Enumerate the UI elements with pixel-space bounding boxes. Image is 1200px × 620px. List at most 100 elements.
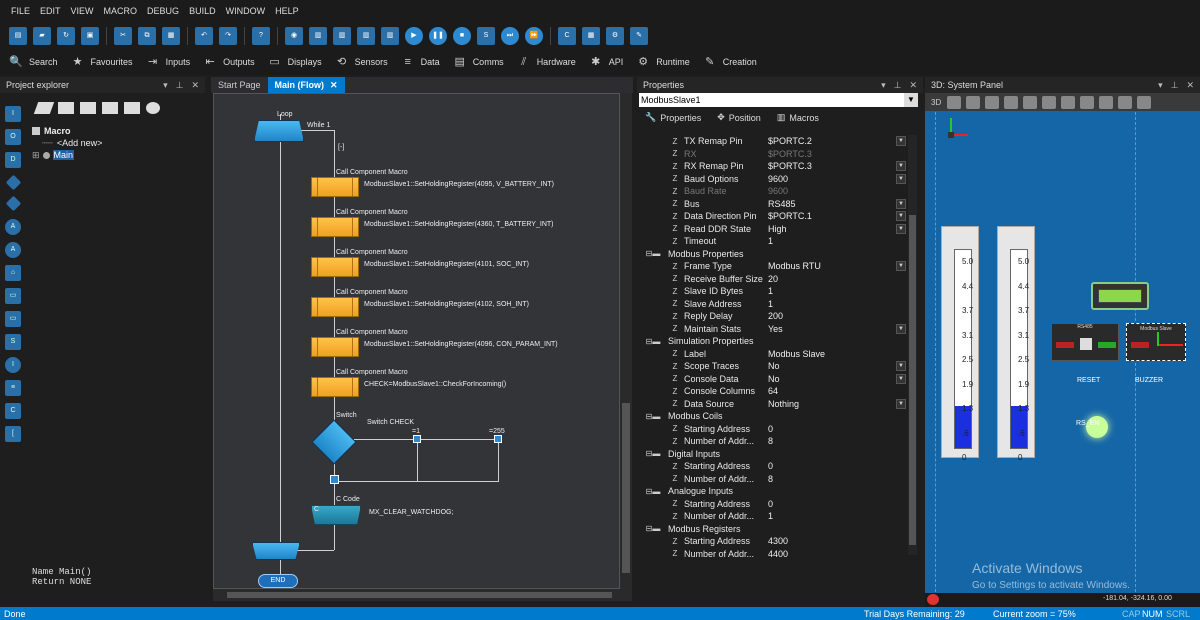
property-value[interactable]: 8	[768, 436, 774, 447]
tab-macros[interactable]: ▥Macros	[777, 112, 819, 123]
tab-start-page[interactable]: Start Page	[211, 77, 268, 93]
property-value[interactable]: 20	[768, 273, 779, 284]
case1-node[interactable]	[413, 435, 421, 443]
end-block[interactable]: END	[258, 574, 298, 588]
chip-icon[interactable]: ▥	[309, 26, 327, 45]
property-value[interactable]: 9600	[768, 173, 789, 184]
property-value[interactable]: Nothing	[768, 398, 800, 409]
loop-end-block[interactable]	[252, 542, 300, 560]
ports-icon[interactable]	[80, 102, 96, 114]
chevron-down-icon[interactable]: ▼	[896, 398, 906, 409]
property-value[interactable]: 0	[768, 461, 774, 472]
tools-icon[interactable]: ✎	[630, 26, 648, 45]
property-section[interactable]: ⊟▬Analogue Inputs	[640, 485, 908, 498]
tab-position[interactable]: ✥Position	[717, 112, 761, 123]
connection-point-icon[interactable]: A	[5, 219, 21, 235]
pin-icon[interactable]: ⊥	[893, 79, 902, 90]
toolbar-displays-button[interactable]: ▭Displays	[267, 55, 321, 69]
status-led[interactable]	[1086, 416, 1108, 438]
component-selector[interactable]: ModbusSlave1	[639, 93, 904, 107]
pin-icon[interactable]: ⊥	[175, 79, 184, 90]
decision-icon[interactable]	[5, 174, 22, 191]
dropdown-icon[interactable]: ▾	[1158, 79, 1163, 90]
console-icon[interactable]: ▦	[582, 26, 600, 45]
loop-start-block[interactable]	[254, 120, 304, 142]
lcd-display[interactable]	[1091, 282, 1149, 310]
close-icon[interactable]: ✕	[909, 79, 917, 90]
case2-node[interactable]	[494, 435, 502, 443]
chevron-down-icon[interactable]: ▼	[896, 136, 906, 146]
property-value[interactable]: Modbus Slave	[768, 348, 826, 359]
pause-icon[interactable]: ❚❚	[429, 26, 447, 45]
delay-icon[interactable]: D	[5, 152, 21, 168]
toolbar-comms-button[interactable]: ▤Comms	[452, 55, 503, 69]
loop-icon[interactable]: ⌂	[5, 265, 21, 281]
tab-close-icon[interactable]: ✕	[330, 79, 338, 90]
events-icon[interactable]	[146, 102, 160, 114]
paste-icon[interactable]: ▦	[162, 26, 180, 45]
property-value[interactable]: High	[768, 223, 787, 234]
dropdown-icon[interactable]: ▾	[881, 79, 886, 90]
property-value[interactable]: 1	[768, 298, 774, 309]
property-section[interactable]: ⊟▬Modbus Coils	[640, 410, 908, 423]
chevron-down-icon[interactable]: ▼	[896, 198, 906, 209]
toolbar-sensors-button[interactable]: ⟲Sensors	[334, 55, 388, 69]
pointer-icon[interactable]	[947, 95, 962, 109]
chevron-down-icon[interactable]: ▼	[896, 173, 906, 184]
sphere-icon[interactable]	[1042, 95, 1057, 109]
chevron-down-icon[interactable]: ▼	[896, 361, 906, 371]
constants-icon[interactable]	[124, 102, 140, 114]
cut-icon[interactable]: ✂	[114, 26, 132, 45]
grid-icon[interactable]	[1137, 95, 1152, 109]
macro-list-icon[interactable]	[58, 102, 74, 114]
collapse-toggle[interactable]: [-]	[338, 144, 345, 151]
scroll-thumb[interactable]	[227, 592, 612, 598]
chevron-down-icon[interactable]: ▼	[896, 211, 906, 221]
calculation-icon[interactable]: ≡	[5, 380, 21, 396]
modbus-slave-component[interactable]: Modbus Slave	[1126, 323, 1186, 361]
play-icon[interactable]: ▶	[405, 26, 423, 45]
redo-icon[interactable]: ↷	[219, 26, 237, 45]
chevron-down-icon[interactable]: ▼	[904, 93, 918, 107]
call-block-5[interactable]	[311, 337, 359, 357]
menu-help[interactable]: HELP	[275, 6, 299, 16]
step-over-icon[interactable]: ⏩	[525, 26, 543, 45]
properties-scrollbar[interactable]	[908, 135, 917, 555]
variables-icon[interactable]	[102, 102, 118, 114]
call-block-4[interactable]	[311, 297, 359, 317]
scroll-thumb[interactable]	[622, 403, 630, 573]
flow-horizontal-scrollbar[interactable]	[213, 589, 632, 601]
property-value[interactable]: 1	[768, 286, 774, 297]
save-icon[interactable]: ▣	[81, 26, 99, 45]
switch-icon[interactable]	[5, 195, 22, 212]
check-icon[interactable]	[1118, 95, 1133, 109]
menu-view[interactable]: VIEW	[70, 6, 94, 16]
goto-icon[interactable]: A	[5, 242, 21, 258]
menu-edit[interactable]: EDIT	[40, 6, 61, 16]
property-value[interactable]: Yes	[768, 323, 783, 334]
sim-icon[interactable]: S	[477, 26, 495, 45]
tab-main-flow[interactable]: Main (Flow)✕	[267, 77, 345, 93]
string-icon[interactable]: S	[5, 334, 21, 350]
property-value[interactable]: RS485	[768, 198, 796, 209]
flowchart-canvas[interactable]: Loop While 1 [-] Call Component Macro Mo…	[213, 93, 620, 589]
property-value[interactable]: 4300	[768, 536, 789, 547]
tree-add-new[interactable]: ┄┄<Add new>	[42, 137, 103, 149]
scroll-thumb[interactable]	[909, 215, 916, 545]
menu-build[interactable]: BUILD	[189, 6, 216, 16]
toolbar-creation-button[interactable]: ✎Creation	[702, 55, 757, 69]
toolbar-runtime-button[interactable]: ⚙Runtime	[635, 55, 689, 69]
open-folder-icon[interactable]: ▰	[33, 26, 51, 45]
call-block-2[interactable]	[311, 217, 359, 237]
debug-icon[interactable]: ⚙	[606, 26, 624, 45]
property-value[interactable]: 0	[768, 423, 774, 434]
property-value[interactable]: 9600	[768, 186, 789, 197]
